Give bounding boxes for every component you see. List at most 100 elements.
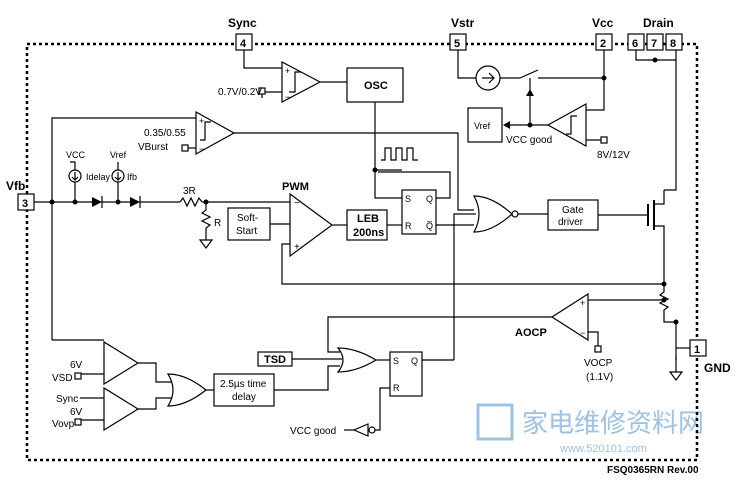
svg-text:−: −: [199, 144, 204, 154]
gate-driver-block: [547, 199, 599, 231]
gate-driver-label-2: driver: [558, 217, 584, 228]
feedback-network: VCC Idelay Vref Ifb 3R R: [34, 150, 290, 249]
ground-icon-gnd: [668, 371, 684, 381]
osc-block: [346, 67, 404, 103]
sync-threshold-label: 0.7V/0.2V: [218, 87, 262, 98]
burst-threshold-label: 0.35/0.55: [144, 128, 186, 139]
aocp-label: AOCP: [515, 327, 547, 339]
svg-text:+: +: [580, 298, 585, 308]
pin-drain-number-6: 6: [632, 38, 638, 50]
osc-output-wire: [374, 102, 402, 171]
pin-vcc: Vcc 2: [592, 16, 614, 51]
svg-text:+: +: [294, 242, 300, 253]
svg-text:+: +: [285, 66, 290, 76]
watermark: 家电维修资料网 www.520101.com: [476, 403, 704, 455]
svg-text:Q: Q: [426, 194, 433, 204]
svg-text:S: S: [393, 356, 399, 366]
diode-2: [130, 197, 140, 207]
pin-gnd: 1 GND: [689, 339, 731, 375]
aocp-comparator: + − AOCP VOCP (1.1V): [327, 292, 613, 383]
vcc-small-label-1: VCC: [66, 150, 86, 160]
pin-vstr-name: Vstr: [451, 16, 475, 30]
v6-top-label: 6V: [70, 360, 83, 371]
delay-label-2: delay: [232, 392, 256, 403]
vocp-label: VOCP: [584, 358, 613, 369]
resistor-r-label: R: [214, 218, 221, 229]
sync-comparator: + − 0.7V/0.2V: [218, 50, 347, 103]
power-mosfet: [635, 50, 677, 287]
svg-text:R: R: [393, 383, 400, 393]
vburst-label: VBurst: [138, 142, 168, 153]
svg-text:−: −: [580, 328, 585, 338]
vref-block-label: Vref: [474, 121, 491, 131]
vocp-value: (1.1V): [586, 372, 613, 383]
chip-boundary: [25, 42, 699, 462]
svg-text:Q: Q: [411, 356, 418, 366]
vovp-label: Vovp: [52, 419, 75, 430]
diode-1: [92, 197, 102, 207]
pin-gnd-name: GND: [704, 361, 731, 375]
pin-drain-number-8: 8: [670, 38, 676, 50]
pin-drain: Drain 6 7 8: [627, 16, 683, 51]
vref-block: [467, 107, 503, 143]
idelay-label: Idelay: [86, 172, 111, 182]
pin-vfb-number: 3: [22, 198, 28, 210]
startup-switch: [519, 69, 539, 79]
startup-circuit: [457, 50, 607, 126]
svg-text:−: −: [285, 92, 290, 102]
sync-input-label: Sync: [56, 394, 78, 405]
watermark-text: 家电维修资料网: [522, 409, 704, 439]
pin-vcc-number: 2: [600, 38, 606, 50]
svg-text:Q̅: Q̅: [426, 221, 433, 231]
leb-label-2: 200ns: [353, 227, 384, 239]
burst-comparator: + − 0.35/0.55 VBurst: [51, 110, 474, 340]
pin-sync-name: Sync: [228, 16, 257, 30]
resistor-3r: [179, 196, 203, 208]
watermark-url: www.520101.com: [559, 443, 647, 455]
pin-drain-number-7: 7: [651, 38, 657, 50]
soft-start-label-1: Soft-: [237, 213, 258, 224]
inverter-gate: [352, 423, 369, 437]
part-number-label: FSQ0365RN Rev.00: [607, 465, 699, 476]
pin-vcc-name: Vcc: [592, 16, 614, 30]
vsd-label: VSD: [52, 373, 73, 384]
tsd-label: TSD: [264, 354, 286, 366]
pin-sync-number: 4: [240, 38, 247, 50]
ovp-comparator: Sync 6V Vovp: [52, 386, 140, 432]
svg-text:−: −: [294, 198, 300, 209]
protection-or-gate: [166, 373, 207, 407]
resistor-3r-label: 3R: [183, 186, 196, 197]
gate-driver-label-1: Gate: [562, 205, 584, 216]
vcc-good-bottom-label: VCC good: [290, 426, 336, 437]
osc-label: OSC: [364, 80, 388, 92]
pin-gnd-number: 1: [694, 344, 700, 356]
svg-text:+: +: [199, 116, 204, 126]
pwm-label: PWM: [282, 181, 309, 193]
latch-or-gate: [336, 347, 378, 373]
soft-start-block: [227, 207, 271, 241]
resistor-r: [200, 202, 212, 240]
leb-label-1: LEB: [357, 213, 379, 225]
or-gate-inverter-bubble: [511, 210, 519, 218]
pin-vfb: Vfb 3: [6, 179, 35, 211]
pin-vstr-number: 5: [454, 38, 460, 50]
vsd-comparator: 6V VSD: [52, 339, 140, 386]
uvlo-comparator: 8V/12V VCC good: [503, 102, 630, 161]
hysteresis-icon: [289, 71, 301, 93]
pin-drain-box-7: [646, 33, 664, 51]
ifb-label: Ifb: [127, 172, 137, 182]
delay-block: [213, 373, 275, 407]
delay-label-1: 2.5µs time: [220, 379, 267, 390]
sense-resistor: [658, 284, 677, 360]
pin-drain-name: Drain: [643, 16, 674, 30]
svg-text:S: S: [405, 194, 411, 204]
soft-start-label-2: Start: [236, 226, 257, 237]
pin-drain-box-8: [665, 33, 683, 51]
vcc-good-label: VCC good: [506, 135, 552, 146]
output-or-gate: [472, 195, 513, 233]
uvlo-threshold-label: 8V/12V: [597, 150, 630, 161]
pwm-comparator: PWM − +: [281, 181, 664, 285]
v6-bottom-label: 6V: [70, 407, 83, 418]
main-latch: [401, 189, 437, 235]
